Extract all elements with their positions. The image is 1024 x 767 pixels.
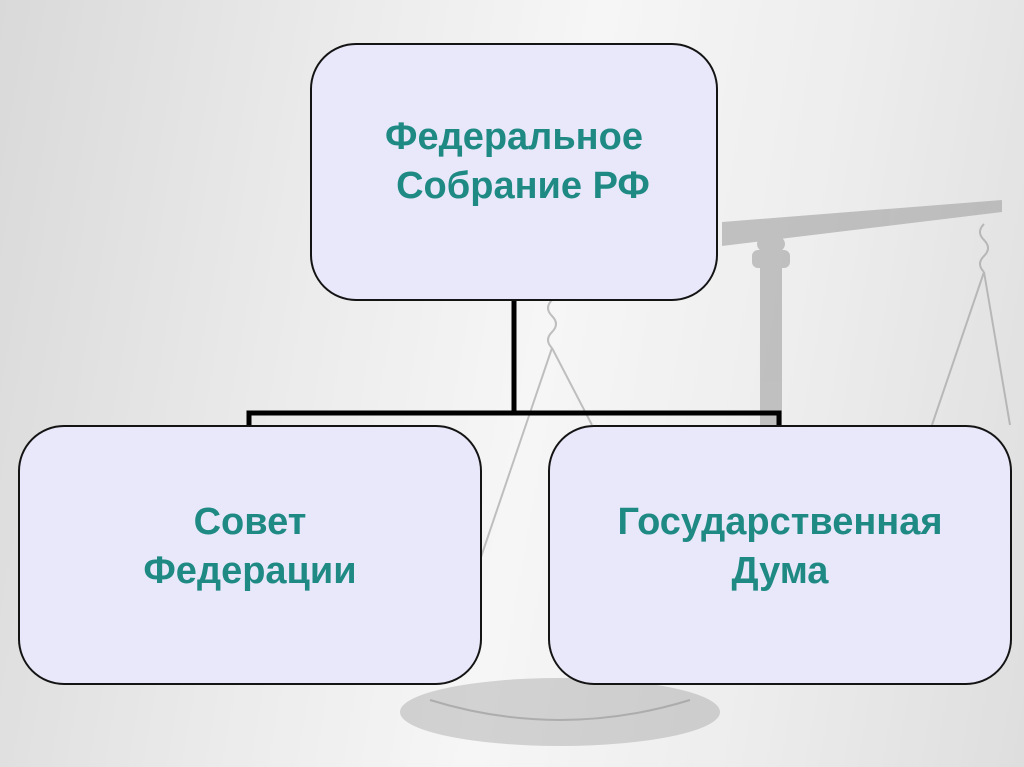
federal-assembly-box: Федеральное Собрание РФ (310, 43, 718, 301)
federal-assembly-line-2: Собрание РФ (396, 165, 650, 207)
state-duma-line-2: Дума (731, 550, 829, 592)
federation-council-box: Совет Федерации (18, 425, 482, 685)
state-duma-line-1: Государственная (617, 501, 943, 543)
state-duma-box: Государственная Дума (548, 425, 1012, 685)
federation-council-line-1: Совет (193, 501, 307, 543)
federal-assembly-line-1: Федеральное (385, 116, 643, 158)
federation-council-line-2: Федерации (143, 550, 357, 592)
